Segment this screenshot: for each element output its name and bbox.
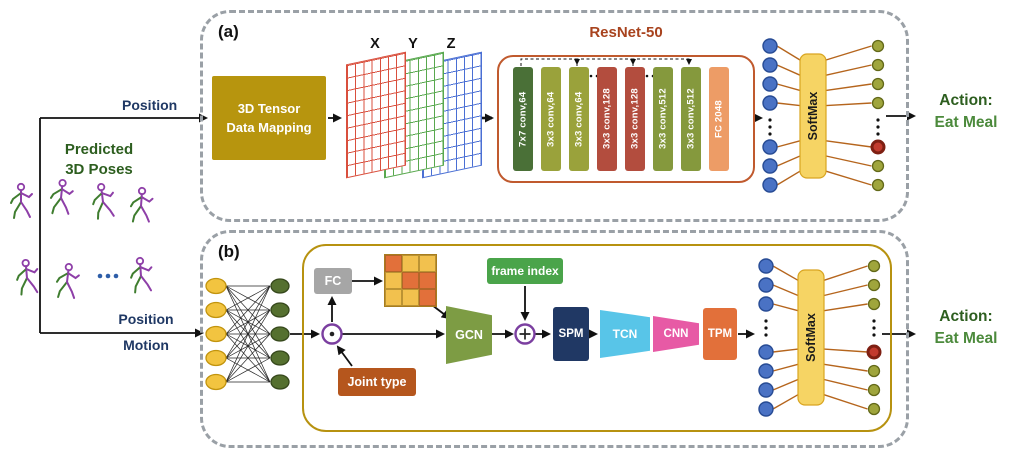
- tensor-mapping-line1: 3D Tensor: [237, 101, 301, 116]
- softmax-label-b: SoftMax: [804, 313, 818, 362]
- matrix-cell: [402, 255, 419, 272]
- input-graph-b: [205, 277, 290, 391]
- axis-label-z: Z: [446, 36, 456, 52]
- resnet-skip-connections: [520, 58, 692, 66]
- resnet-layer-bar: 3x3 conv,64: [569, 67, 589, 171]
- action-label-a: Action:: [939, 92, 993, 109]
- joint-type-box: Joint type: [338, 368, 416, 396]
- matrix-cell: [402, 289, 419, 306]
- hadamard-operator: [321, 323, 343, 345]
- action-output-b: Action: Eat Meal: [912, 306, 1020, 350]
- panel-a-container: [200, 10, 909, 222]
- matrix-cell: [402, 272, 419, 289]
- matrix-cell: [419, 272, 436, 289]
- resnet-layer-bar: 3x3 conv,128: [625, 67, 645, 171]
- predicted-poses-label: Predicted 3D Poses: [34, 140, 164, 180]
- resnet-layer-bar: FC 2048: [709, 67, 729, 171]
- frame-index-box: frame index: [487, 258, 563, 284]
- tensor-grid-x: [346, 51, 406, 179]
- matrix-cell: [385, 272, 402, 289]
- matrix-cell: [385, 289, 402, 306]
- axis-label-y: Y: [408, 36, 418, 52]
- fc-box: FC: [314, 268, 352, 294]
- position-motion-label-line1: Position: [118, 311, 174, 327]
- resnet-layer-bar: 3x3 conv,512: [681, 67, 701, 171]
- pose-skeletons: [10, 177, 155, 301]
- resnet-block: 7x7 conv,64 3x3 conv,64 3x3 conv,64 3x3 …: [497, 55, 755, 183]
- tpm-module: TPM: [703, 308, 737, 360]
- action-label-b: Action:: [939, 308, 993, 325]
- panel-b-arrows: [290, 276, 916, 367]
- input-branch-arrows: [39, 113, 208, 338]
- matrix-cell: [385, 255, 402, 272]
- gcn-module: GCN: [446, 306, 492, 364]
- spm-module: SPM: [553, 307, 589, 361]
- predicted-poses-line2: 3D Poses: [65, 161, 133, 178]
- panel-a-arrows: [328, 111, 916, 123]
- action-output-a: Action: Eat Meal: [912, 90, 1020, 134]
- resnet-layer-bar: 3x3 conv,512: [653, 67, 673, 171]
- tensor-mapping-line2: Data Mapping: [226, 120, 312, 135]
- add-operator: [514, 323, 536, 345]
- position-branch-label: Position: [122, 97, 178, 113]
- matrix-cell: [419, 255, 436, 272]
- axis-label-x: X: [370, 36, 380, 52]
- resnet-layer-bar: 3x3 conv,64: [541, 67, 561, 171]
- softmax-box-a: [799, 53, 827, 179]
- panel-a-tag: (a): [218, 22, 239, 41]
- cnn-module: CNN: [653, 316, 699, 352]
- panel-b-inner-box: [302, 244, 892, 432]
- action-value-a: Eat Meal: [934, 114, 998, 131]
- panel-b-container: [200, 230, 909, 448]
- matrix-cell: [419, 289, 436, 306]
- classifier-layer-a: [762, 38, 886, 193]
- tensor-mapping-box: 3D Tensor Data Mapping: [212, 76, 326, 160]
- resnet-layer-bar: 7x7 conv,64: [513, 67, 533, 171]
- resnet-layer-bar: 3x3 conv,128: [597, 67, 617, 171]
- panel-b-tag: (b): [218, 242, 240, 261]
- tcn-module: TCN: [600, 310, 650, 358]
- pose-ellipsis-dots: [97, 273, 119, 279]
- adjacency-matrix: [384, 254, 437, 307]
- position-motion-label-line2: Motion: [123, 337, 169, 353]
- joint-type-arrow: [336, 345, 353, 367]
- resnet-title: ResNet-50: [589, 24, 663, 41]
- predicted-poses-line1: Predicted: [64, 141, 134, 158]
- softmax-label-a: SoftMax: [806, 92, 820, 141]
- softmax-box-b: [797, 269, 825, 406]
- action-value-b: Eat Meal: [934, 330, 998, 347]
